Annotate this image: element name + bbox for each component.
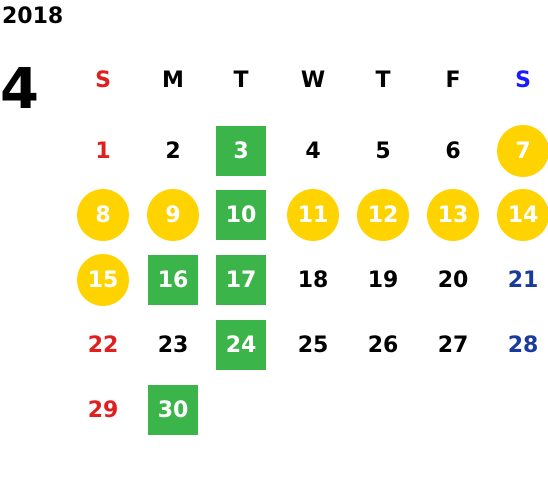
day-number: 26 bbox=[367, 332, 399, 358]
weekday-header-3: W bbox=[300, 67, 326, 93]
day-cell: 7 bbox=[488, 124, 548, 178]
day-cell: 26 bbox=[348, 318, 418, 372]
green-square-marker bbox=[216, 255, 266, 305]
day-number: 18 bbox=[297, 267, 329, 293]
day-number: 1 bbox=[95, 138, 111, 164]
day-cell: 17 bbox=[206, 253, 276, 307]
day-cell: 15 bbox=[68, 253, 138, 307]
day-number: 24 bbox=[225, 332, 257, 358]
day-number: 20 bbox=[437, 267, 469, 293]
month-label: 4 bbox=[0, 57, 39, 122]
day-number: 27 bbox=[437, 332, 469, 358]
day-number: 29 bbox=[87, 397, 119, 423]
yellow-circle-marker bbox=[147, 189, 199, 241]
day-number: 23 bbox=[157, 332, 189, 358]
day-number: 8 bbox=[95, 202, 111, 228]
weekday-header-0: S bbox=[95, 67, 111, 93]
day-number: 4 bbox=[305, 138, 321, 164]
day-cell: 22 bbox=[68, 318, 138, 372]
day-cell: 13 bbox=[418, 188, 488, 242]
day-number: 21 bbox=[507, 267, 539, 293]
day-cell: 8 bbox=[68, 188, 138, 242]
green-square-marker bbox=[148, 255, 198, 305]
yellow-circle-marker bbox=[77, 254, 129, 306]
day-number: 16 bbox=[157, 267, 189, 293]
day-number: 25 bbox=[297, 332, 329, 358]
year-label: 2018 bbox=[2, 4, 64, 29]
day-number: 22 bbox=[87, 332, 119, 358]
day-cell: 9 bbox=[138, 188, 208, 242]
day-cell: 24 bbox=[206, 318, 276, 372]
yellow-circle-marker bbox=[427, 189, 479, 241]
day-cell: 11 bbox=[278, 188, 348, 242]
day-number: 28 bbox=[507, 332, 539, 358]
day-cell: 6 bbox=[418, 124, 488, 178]
day-cell: 18 bbox=[278, 253, 348, 307]
day-cell: 3 bbox=[206, 124, 276, 178]
day-cell: 25 bbox=[278, 318, 348, 372]
green-square-marker bbox=[216, 190, 266, 240]
day-number: 11 bbox=[297, 202, 329, 228]
day-cell: 4 bbox=[278, 124, 348, 178]
yellow-circle-marker bbox=[287, 189, 339, 241]
day-cell: 28 bbox=[488, 318, 548, 372]
day-number: 12 bbox=[367, 202, 399, 228]
day-number: 30 bbox=[157, 397, 189, 423]
weekday-header-5: F bbox=[445, 67, 461, 93]
yellow-circle-marker bbox=[77, 189, 129, 241]
day-number: 17 bbox=[225, 267, 257, 293]
day-cell: 27 bbox=[418, 318, 488, 372]
day-number: 3 bbox=[233, 138, 249, 164]
day-cell: 12 bbox=[348, 188, 418, 242]
day-number: 2 bbox=[165, 138, 181, 164]
day-cell: 1 bbox=[68, 124, 138, 178]
day-cell: 10 bbox=[206, 188, 276, 242]
day-number: 10 bbox=[225, 202, 257, 228]
day-cell: 21 bbox=[488, 253, 548, 307]
day-cell: 20 bbox=[418, 253, 488, 307]
weekday-header-1: M bbox=[162, 67, 184, 93]
day-cell: 29 bbox=[68, 383, 138, 437]
yellow-circle-marker bbox=[357, 189, 409, 241]
day-cell: 23 bbox=[138, 318, 208, 372]
day-number: 7 bbox=[515, 138, 531, 164]
green-square-marker bbox=[216, 320, 266, 370]
yellow-circle-marker bbox=[497, 125, 548, 177]
day-cell: 19 bbox=[348, 253, 418, 307]
day-number: 15 bbox=[87, 267, 119, 293]
day-number: 5 bbox=[375, 138, 391, 164]
day-number: 13 bbox=[437, 202, 469, 228]
day-cell: 30 bbox=[138, 383, 208, 437]
day-number: 14 bbox=[507, 202, 539, 228]
green-square-marker bbox=[216, 126, 266, 176]
weekday-header-4: T bbox=[375, 67, 391, 93]
yellow-circle-marker bbox=[497, 189, 548, 241]
day-number: 19 bbox=[367, 267, 399, 293]
weekday-header-6: S bbox=[515, 67, 531, 93]
weekday-header-2: T bbox=[233, 67, 249, 93]
day-cell: 14 bbox=[488, 188, 548, 242]
green-square-marker bbox=[148, 385, 198, 435]
day-number: 6 bbox=[445, 138, 461, 164]
day-cell: 16 bbox=[138, 253, 208, 307]
day-cell: 2 bbox=[138, 124, 208, 178]
day-number: 9 bbox=[165, 202, 181, 228]
day-cell: 5 bbox=[348, 124, 418, 178]
